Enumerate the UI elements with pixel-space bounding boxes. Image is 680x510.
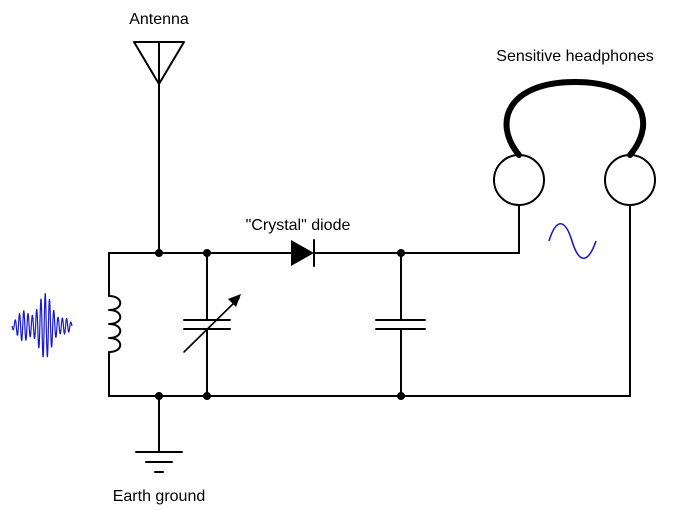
inductor-coil — [108, 289, 122, 355]
headphones-label: Sensitive headphones — [496, 48, 653, 65]
junction-dots — [155, 249, 405, 400]
circuit-wires — [108, 204, 631, 453]
antenna-label: Antenna — [129, 11, 189, 28]
crystal-diode — [291, 239, 315, 267]
variable-capacitor — [183, 294, 241, 353]
ground-label: Earth ground — [113, 488, 206, 505]
earth-ground — [135, 451, 183, 473]
audio-sine-wave — [548, 222, 597, 260]
modulated-rf-signal — [11, 292, 73, 358]
diode-label: "Crystal" diode — [246, 217, 351, 234]
antenna-symbol — [133, 41, 185, 254]
filter-capacitor — [375, 319, 426, 330]
headphones — [493, 78, 656, 206]
